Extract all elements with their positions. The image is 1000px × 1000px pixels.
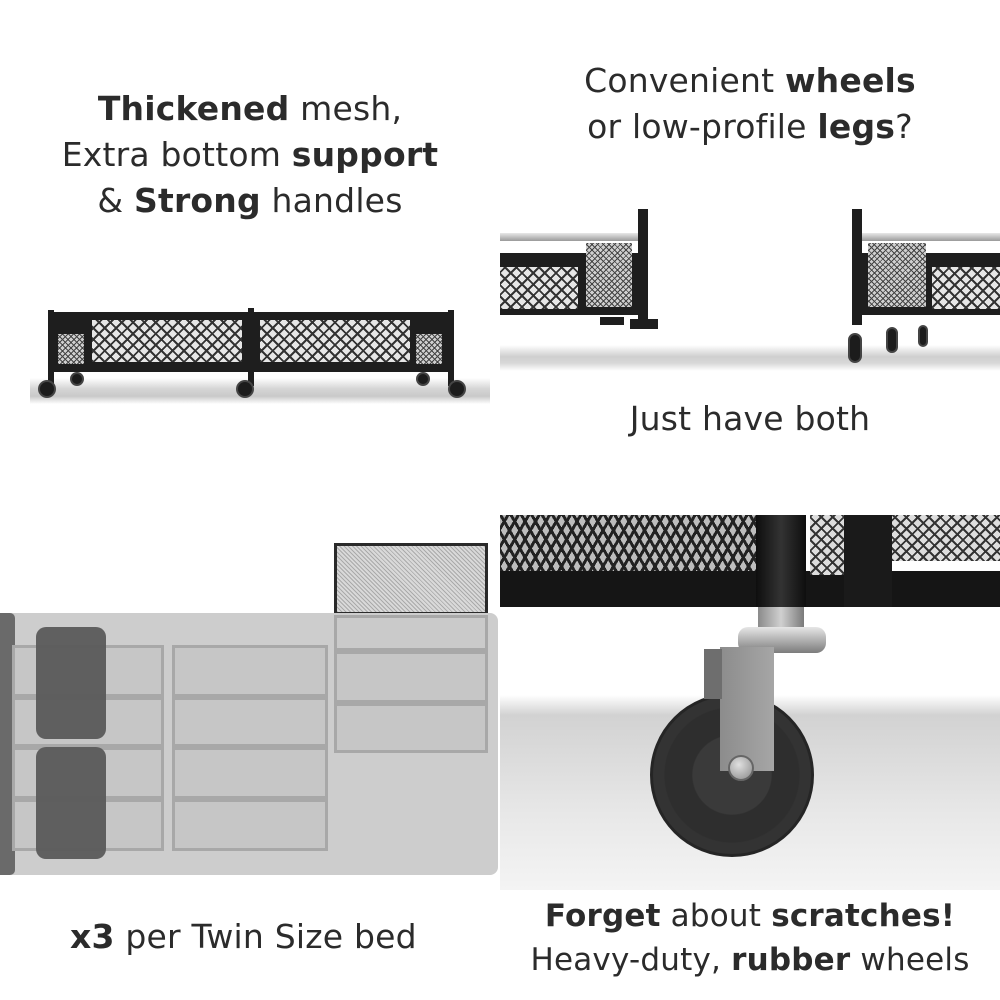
top-rail-right xyxy=(862,233,1000,241)
post xyxy=(248,308,254,386)
subcaption-text: Just have both xyxy=(629,399,871,438)
bin-right-mesh xyxy=(260,320,410,362)
floor-shadow xyxy=(30,378,490,404)
wheel-icon xyxy=(886,327,898,353)
caption-emphasis: wheels xyxy=(785,61,916,100)
bin-with-legs-mesh xyxy=(500,267,578,309)
caption-text: or low-profile xyxy=(587,107,818,146)
caption-emphasis: rubber xyxy=(731,942,851,978)
subcaption-just-have-both: Just have both xyxy=(560,396,940,442)
caption-line: Heavy-duty, rubber wheels xyxy=(500,938,1000,982)
caption-emphasis: Thickened xyxy=(97,89,290,128)
caption-text: handles xyxy=(260,181,403,220)
caption-text: Extra bottom xyxy=(61,135,292,174)
caption-emphasis: x3 xyxy=(70,917,115,956)
bin-outline xyxy=(334,615,488,651)
caption-emphasis: support xyxy=(291,135,439,174)
caption-text: Heavy-duty, xyxy=(530,942,732,978)
leg-foot-icon xyxy=(600,317,624,325)
product-image-legs-vs-wheels xyxy=(500,205,1000,375)
caster-fork-back xyxy=(704,649,722,699)
caption-text: wheels xyxy=(850,942,970,978)
wheel-icon xyxy=(918,325,928,347)
bin-mesh-side xyxy=(500,515,758,571)
bin-outline xyxy=(172,747,328,799)
caption-text: about xyxy=(660,898,772,934)
caption-text: ? xyxy=(895,107,913,146)
caption-text: mesh, xyxy=(289,89,403,128)
wheel-icon xyxy=(38,380,56,398)
bin-base-rail xyxy=(500,571,1000,607)
product-image-two-bins xyxy=(30,300,490,410)
wheel-icon xyxy=(448,380,466,398)
caption-line: Forget about scratches! xyxy=(500,894,1000,938)
bin-outline xyxy=(334,651,488,703)
corner-post xyxy=(756,515,806,607)
bin-front-mesh xyxy=(892,515,1000,561)
caption-line: Thickened mesh, xyxy=(20,86,480,132)
post xyxy=(48,310,54,386)
bin-pulled-out xyxy=(334,543,488,615)
product-image-twin-bed-topview xyxy=(0,535,500,875)
caster-stem xyxy=(758,607,804,629)
caption-text: per Twin Size bed xyxy=(114,917,417,956)
wheel-icon xyxy=(70,372,84,386)
pillow-icon xyxy=(36,627,106,739)
caption-text: & xyxy=(97,181,135,220)
wheel-icon xyxy=(416,372,430,386)
caption-text: Convenient xyxy=(584,61,785,100)
caption-line: or low-profile legs? xyxy=(540,104,960,150)
end-frame xyxy=(844,515,892,607)
bin-outline xyxy=(172,645,328,697)
bin-with-wheels-end-mesh xyxy=(868,243,926,307)
headboard xyxy=(0,613,15,875)
bin-outline xyxy=(172,697,328,747)
bin-left-mesh xyxy=(92,320,242,362)
caption-line: Extra bottom support xyxy=(20,132,480,178)
pillow-icon xyxy=(36,747,106,859)
product-image-caster-closeup xyxy=(500,515,1000,890)
caption-emphasis: Strong xyxy=(134,181,261,220)
caption-line: & Strong handles xyxy=(20,178,480,224)
caption-rubber-wheels: Forget about scratches! Heavy-duty, rubb… xyxy=(500,894,1000,982)
caption-emphasis: scratches! xyxy=(771,898,956,934)
caption-wheels-or-legs: Convenient wheels or low-profile legs? xyxy=(540,58,960,150)
caption-emphasis: legs xyxy=(817,107,896,146)
caption-emphasis: Forget xyxy=(544,898,661,934)
leg-foot-icon xyxy=(630,319,658,329)
wheel-icon xyxy=(236,380,254,398)
bin-left-end-mesh xyxy=(58,334,84,364)
wheel-icon xyxy=(848,333,862,363)
bin-outline xyxy=(172,799,328,851)
caption-thickened-mesh: Thickened mesh, Extra bottom support & S… xyxy=(20,86,480,224)
bin-with-wheels-mesh xyxy=(932,267,1000,309)
caster-fork xyxy=(720,647,774,771)
post xyxy=(638,209,648,321)
bin-outline xyxy=(334,703,488,753)
floor-shadow xyxy=(500,345,1000,371)
bin-with-legs-end-mesh xyxy=(586,243,632,307)
post xyxy=(852,209,862,325)
post xyxy=(448,310,454,386)
top-rail-left xyxy=(500,233,640,241)
caption-x3-per-twin-bed: x3 per Twin Size bed xyxy=(70,914,510,960)
bin-right-end-mesh xyxy=(416,334,442,364)
caption-line: Convenient wheels xyxy=(540,58,960,104)
axle-bolt-icon xyxy=(728,755,754,781)
bin-end-mesh xyxy=(810,515,844,575)
caption-line: x3 per Twin Size bed xyxy=(70,914,510,960)
